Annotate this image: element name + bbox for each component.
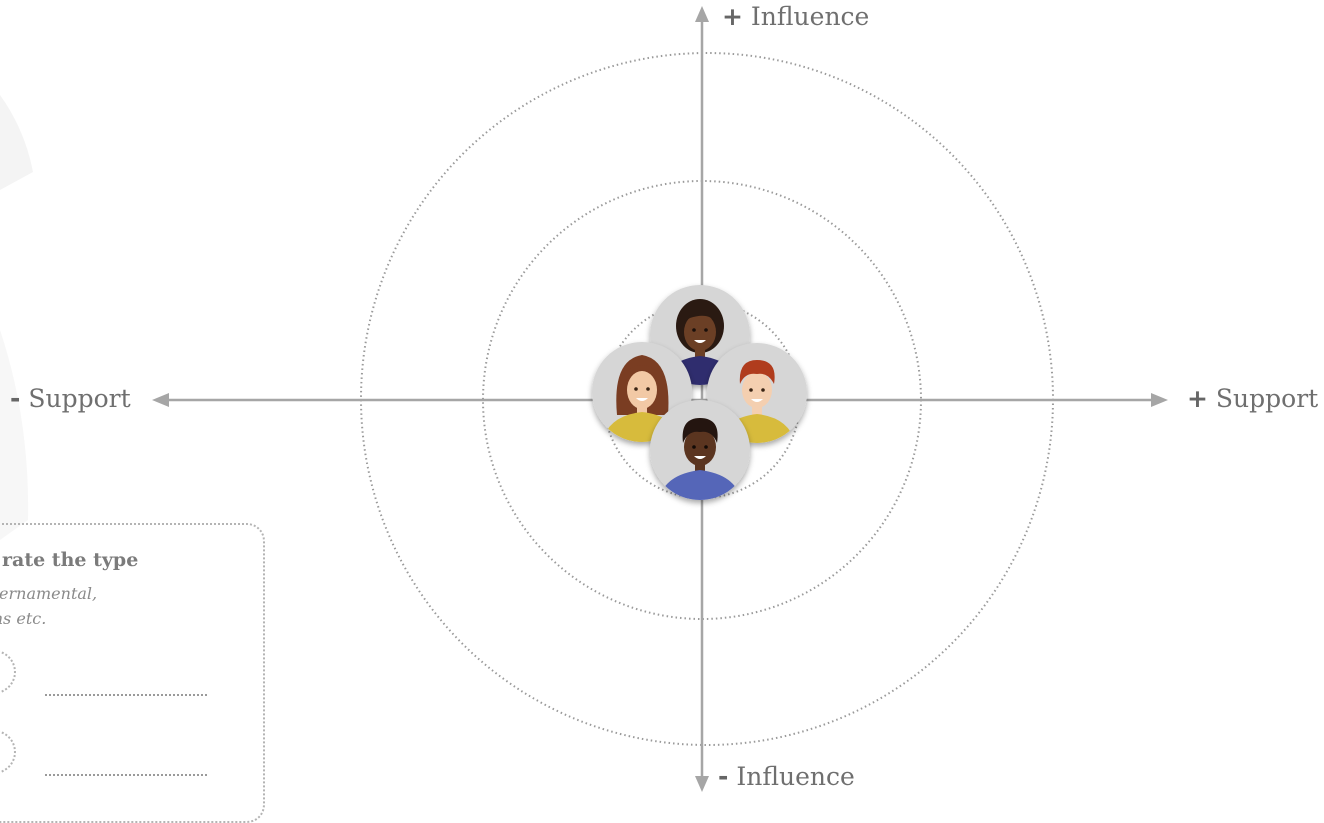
legend-title: rate the type (2, 549, 139, 571)
arrow-left-icon (152, 393, 169, 407)
legend-subtitle-line-1: vernamental, (0, 584, 98, 603)
axis-sign-top: + (722, 2, 743, 31)
avatar-man-dark-skin (650, 400, 750, 500)
legend-marker-circle[interactable] (0, 730, 16, 774)
stakeholder-map (0, 6, 1168, 792)
legend-row-1[interactable] (0, 650, 267, 700)
axis-text-left: Support (28, 384, 131, 413)
legend-subtitle-line-2: ions etc. (0, 609, 47, 628)
legend-marker-circle[interactable] (0, 650, 16, 694)
legend-row-2[interactable] (0, 730, 267, 780)
legend-entry-line[interactable] (45, 694, 207, 696)
axis-text-top: Influence (750, 2, 870, 31)
legend-entry-line[interactable] (45, 774, 207, 776)
axis-label-bottom: - Influence (718, 762, 855, 791)
axis-text-right: Support (1215, 384, 1319, 413)
axis-sign-left: - (10, 384, 21, 413)
legend-card: rate the type vernamental, ions etc. (0, 523, 265, 823)
decorative-watermark (0, 95, 33, 540)
axis-label-top: + Influence (722, 2, 869, 31)
axis-label-right: + Support (1187, 384, 1318, 413)
axis-sign-right: + (1187, 384, 1208, 413)
axis-label-left: - Support (10, 384, 131, 413)
legend-subtitle: vernamental, ions etc. (0, 581, 97, 631)
axis-text-bottom: Influence (736, 762, 855, 791)
arrow-right-icon (1151, 393, 1168, 407)
arrow-down-icon (695, 776, 709, 792)
arrow-up-icon (695, 6, 709, 22)
axis-sign-bottom: - (718, 762, 729, 791)
